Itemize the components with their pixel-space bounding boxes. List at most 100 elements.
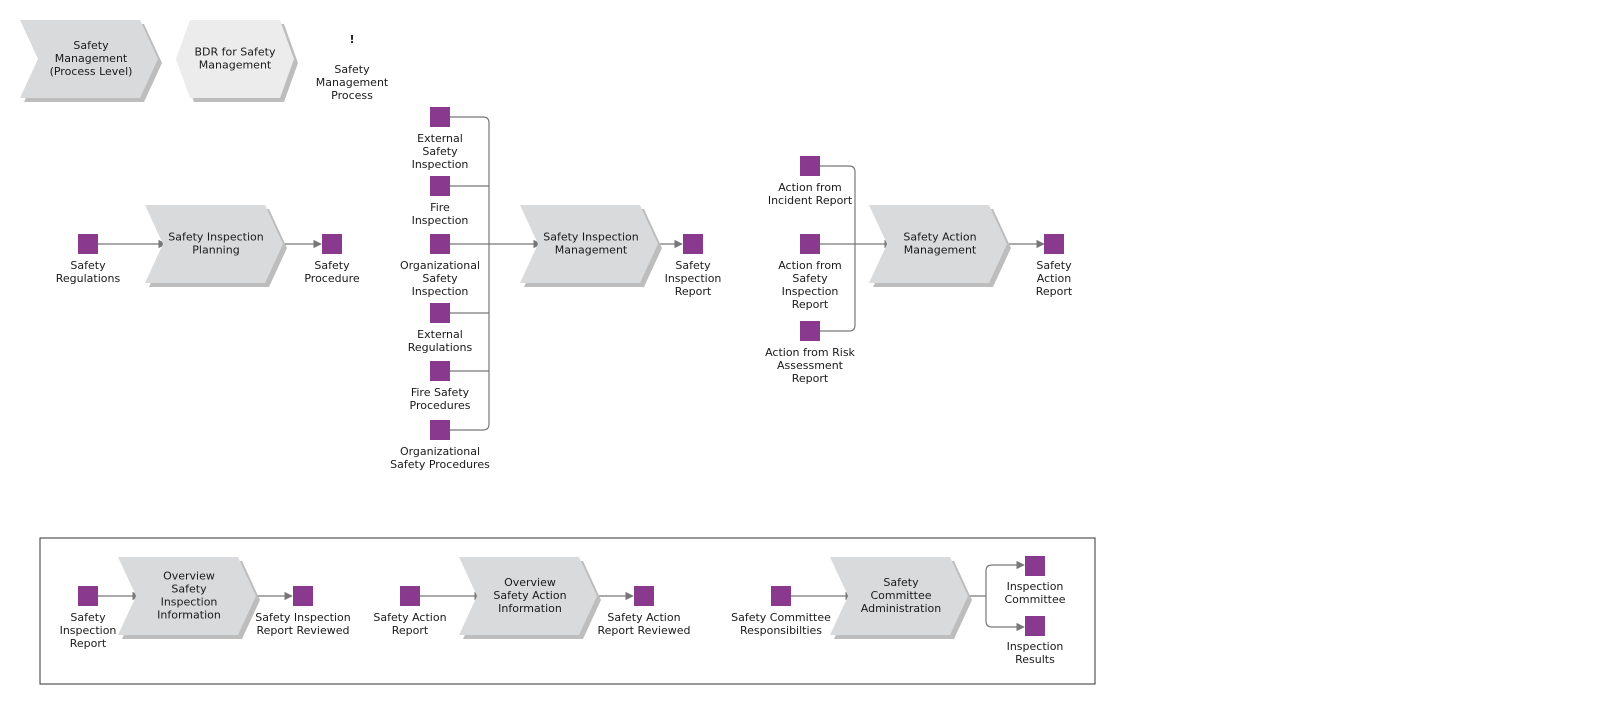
safety-procedure-data[interactable] (322, 234, 342, 254)
bdr-node[interactable] (176, 20, 294, 98)
action-management-node[interactable] (869, 205, 1007, 283)
inspection-management-node-label-line: Management (555, 244, 628, 257)
action-input-2-label-line: Inspection (782, 285, 839, 298)
action-report-reviewed-data-label-line: Safety Action (607, 611, 680, 624)
inspection-planning-node-label-line: Planning (192, 244, 239, 257)
inspection-input-2-label-line: Fire (430, 201, 450, 214)
inspection-committee-data[interactable] (1025, 556, 1045, 576)
inspection-management-node[interactable] (520, 205, 658, 283)
committee-resp-data-label-line: Responsibilties (740, 624, 822, 637)
action-input-1-label-line: Action from (778, 181, 842, 194)
action-input-2[interactable] (800, 234, 820, 254)
safety-procedure-data-label-line: Procedure (304, 272, 360, 285)
inspection-input-2[interactable] (430, 176, 450, 196)
action-report-data-label-line: Report (1036, 285, 1073, 298)
safety-regulations-data[interactable] (78, 234, 98, 254)
action-input-2-label-line: Report (792, 298, 829, 311)
conn-admin-results (985, 596, 1025, 632)
group-action-report-data-label-line: Report (392, 624, 429, 637)
inspection-input-6[interactable] (430, 420, 450, 440)
group-inspection-report-data[interactable] (78, 586, 98, 606)
safety-regulations-data-label-line: Regulations (56, 272, 121, 285)
action-bracket (820, 165, 856, 332)
inspection-report-data[interactable] (683, 234, 703, 254)
inspection-input-4-label-line: Regulations (408, 341, 473, 354)
inspection-report-reviewed-data-label-line: Safety Inspection (255, 611, 351, 624)
group-inspection-report-data-label-line: Inspection (60, 624, 117, 637)
inspection-report-reviewed-data[interactable] (293, 586, 313, 606)
exclamation-label-line: Safety (334, 63, 370, 76)
committee-resp-data-label-line: Safety Committee (731, 611, 831, 624)
inspection-input-5[interactable] (430, 361, 450, 381)
inspection-report-data-label-line: Report (675, 285, 712, 298)
action-input-1[interactable] (800, 156, 820, 176)
inspection-report-reviewed-data-label-line: Report Reviewed (257, 624, 350, 637)
inspection-results-data[interactable] (1025, 616, 1045, 636)
overview-inspection-node-label-line: Information (157, 609, 221, 622)
exclamation-label-line: Management (316, 76, 389, 89)
inspection-input-1-label-line: External (417, 132, 463, 145)
overview-inspection-node-label-line: Overview (163, 570, 215, 583)
inspection-results-data-label-line: Inspection (1007, 640, 1064, 653)
bdr-node-label-line: Management (199, 59, 272, 72)
inspection-planning-node[interactable] (145, 205, 283, 283)
committee-admin-node-label-line: Committee (870, 589, 931, 602)
overview-inspection-node-label-line: Inspection (161, 596, 218, 609)
committee-admin-node-label-line: Administration (861, 602, 942, 615)
action-report-data-label-line: Action (1037, 272, 1071, 285)
overview-action-node-label-line: Safety Action (493, 589, 566, 602)
committee-admin-node-label-line: Safety (883, 576, 919, 589)
exclamation-icon: ! (349, 33, 354, 46)
committee-resp-data[interactable] (771, 586, 791, 606)
inspection-input-4-label-line: External (417, 328, 463, 341)
inspection-input-5-label-line: Fire Safety (411, 386, 470, 399)
action-report-reviewed-data-label-line: Report Reviewed (598, 624, 691, 637)
action-management-node-label-line: Safety Action (903, 231, 976, 244)
process-level-node[interactable] (20, 20, 158, 98)
action-report-data[interactable] (1044, 234, 1064, 254)
conn-admin-committee (985, 560, 1025, 596)
action-management-node-label-line: Management (904, 244, 977, 257)
overview-group-box (39, 537, 1096, 685)
inspection-report-data-label-line: Safety (675, 259, 711, 272)
overview-inspection-node-label-line: Safety (171, 583, 207, 596)
group-action-report-data[interactable] (400, 586, 420, 606)
exclamation-label-line: Process (331, 89, 373, 102)
action-input-1-label-line: Incident Report (768, 194, 853, 207)
process-level-node-label-line: (Process Level) (50, 65, 133, 78)
committee-admin-node[interactable] (830, 557, 968, 635)
inspection-input-1-label-line: Safety (422, 145, 458, 158)
process-level-node-label-line: Management (55, 52, 128, 65)
overview-inspection-node[interactable] (118, 557, 256, 635)
inspection-input-2-label-line: Inspection (412, 214, 469, 227)
inspection-results-data-label-line: Results (1015, 653, 1055, 666)
action-input-2-label-line: Action from (778, 259, 842, 272)
inspection-input-4[interactable] (430, 303, 450, 323)
inspection-input-3-label-line: Inspection (412, 285, 469, 298)
inspection-input-5-label-line: Procedures (410, 399, 471, 412)
action-input-3-label-line: Report (792, 372, 829, 385)
inspection-input-6-label-line: Safety Procedures (390, 458, 490, 471)
action-input-3-label-line: Action from Risk (765, 346, 855, 359)
inspection-committee-data-label-line: Committee (1004, 593, 1065, 606)
inspection-input-3-label-line: Safety (422, 272, 458, 285)
action-input-3[interactable] (800, 321, 820, 341)
action-report-reviewed-data[interactable] (634, 586, 654, 606)
safety-regulations-data-label-line: Safety (70, 259, 106, 272)
inspection-input-3-label-line: Organizational (400, 259, 480, 272)
action-input-2-label-line: Safety (792, 272, 828, 285)
overview-action-node[interactable] (459, 557, 597, 635)
process-level-node-label-line: Safety (73, 39, 109, 52)
inspection-management-node-label-line: Safety Inspection (543, 231, 639, 244)
inspection-input-3[interactable] (430, 234, 450, 254)
inspection-input-1[interactable] (430, 107, 450, 127)
inspection-committee-data-label-line: Inspection (1007, 580, 1064, 593)
group-inspection-report-data-label-line: Safety (70, 611, 106, 624)
inspection-planning-node-label-line: Safety Inspection (168, 231, 264, 244)
action-input-3-label-line: Assessment (777, 359, 844, 372)
bdr-node-label-line: BDR for Safety (195, 46, 276, 59)
safety-procedure-data-label-line: Safety (314, 259, 350, 272)
group-inspection-report-data-label-line: Report (70, 637, 107, 650)
inspection-input-6-label-line: Organizational (400, 445, 480, 458)
